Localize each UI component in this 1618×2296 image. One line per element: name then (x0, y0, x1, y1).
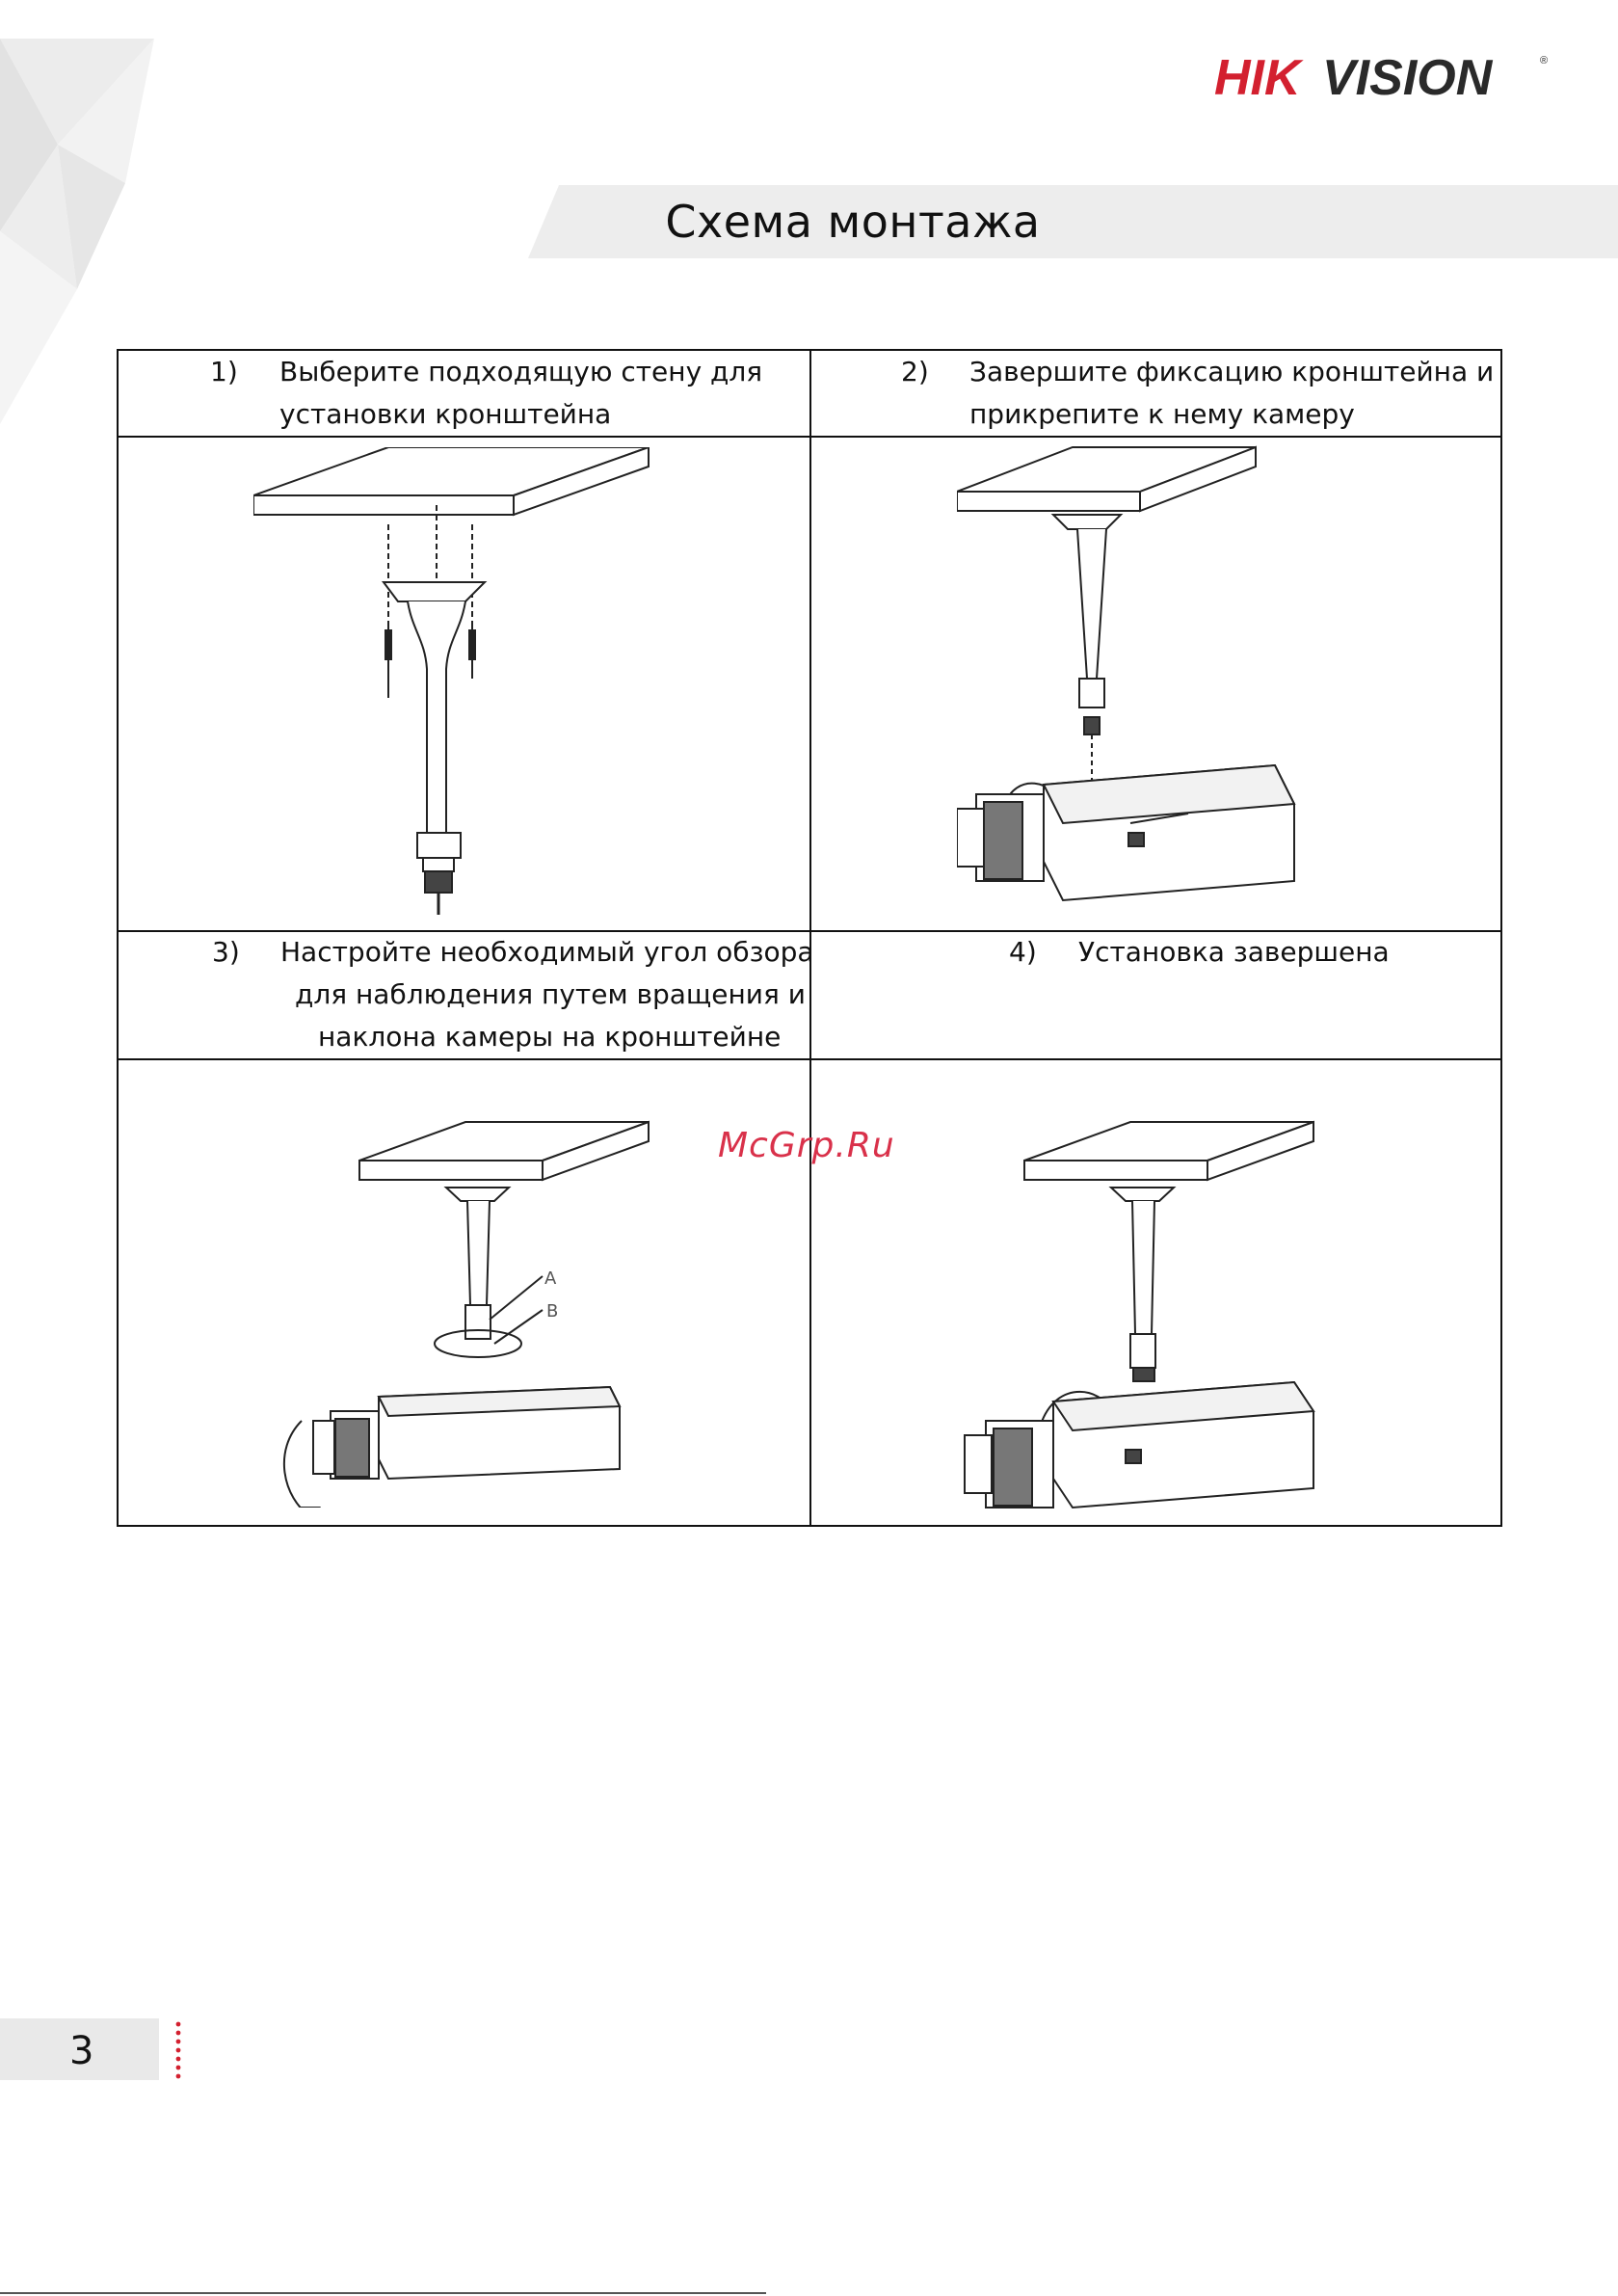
label-b: B (546, 1301, 558, 1322)
bottom-rule (0, 2292, 766, 2294)
step-3-line-1: Настройте необходимый угол обзора (280, 931, 814, 974)
installed-camera-diagram (928, 1112, 1468, 1517)
label-a: A (544, 1268, 557, 1289)
step-1-number: 1) (210, 351, 238, 393)
step-2-number: 2) (901, 351, 929, 393)
logo-prefix: HIK (1214, 50, 1304, 104)
logo-suffix: VISION (1322, 50, 1494, 104)
page-title: Схема монтажа (0, 183, 1618, 260)
page-number: 3 (69, 2022, 93, 2080)
page-dots-decoration (174, 2020, 182, 2084)
hikvision-logo: HIK VISION ® (1214, 46, 1552, 104)
step-3-line-3: наклона камеры на кронштейне (318, 1016, 781, 1058)
step-4-line-1: Установка завершена (1078, 931, 1390, 974)
logo-registered-mark: ® (1540, 55, 1548, 67)
step-1-line-2: установки кронштейна (279, 393, 611, 436)
step-3-line-2: для наблюдения путем вращения и (295, 974, 806, 1016)
bracket-mounting-diagram (253, 447, 677, 920)
bracket-camera-attach-diagram (957, 399, 1468, 920)
step-1-line-1: Выберите подходящую стену для (279, 351, 762, 393)
step-3-number: 3) (212, 931, 240, 974)
watermark: McGrp.Ru (718, 1126, 895, 1165)
installation-table: 1) Выберите подходящую стену для установ… (117, 349, 1502, 1527)
angle-adjustment-diagram: A B (234, 1112, 774, 1508)
row-divider-3 (119, 1058, 1500, 1060)
step-2-line-1: Завершите фиксацию кронштейна и (969, 351, 1494, 393)
step-4-number: 4) (1009, 931, 1037, 974)
